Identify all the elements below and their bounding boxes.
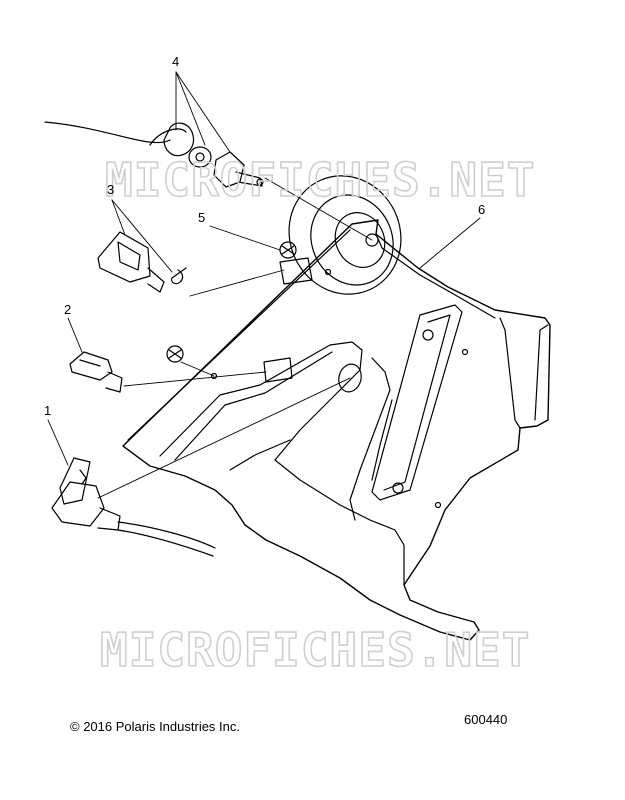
round-opening bbox=[338, 363, 362, 393]
switch-opening-lower bbox=[263, 357, 293, 383]
figure-number: 600440 bbox=[464, 712, 508, 727]
gauge-opening bbox=[288, 175, 402, 295]
screw-left bbox=[166, 345, 218, 380]
flip-switch bbox=[51, 457, 216, 557]
small-switch bbox=[69, 351, 123, 393]
callout-6: 6 bbox=[478, 202, 486, 217]
svg-text:MICROFICHES.NET: MICROFICHES.NET bbox=[105, 153, 535, 207]
watermark-lower: MICROFICHES.NET bbox=[99, 622, 530, 678]
callout-5: 5 bbox=[198, 210, 206, 225]
rocker-switch bbox=[97, 231, 187, 293]
copyright-text: © 2016 Polaris Industries Inc. bbox=[70, 719, 240, 734]
callout-2: 2 bbox=[64, 302, 72, 317]
leader-lines bbox=[47, 71, 481, 499]
dash-panel bbox=[122, 219, 551, 641]
switch-opening-upper bbox=[279, 257, 313, 285]
mounting-slot bbox=[371, 304, 469, 509]
callout-4: 4 bbox=[172, 54, 180, 69]
svg-text:MICROFICHES.NET: MICROFICHES.NET bbox=[100, 623, 530, 677]
callout-1: 1 bbox=[44, 403, 52, 418]
watermark-upper: MICROFICHES.NET bbox=[104, 152, 535, 208]
callout-3: 3 bbox=[107, 182, 115, 197]
